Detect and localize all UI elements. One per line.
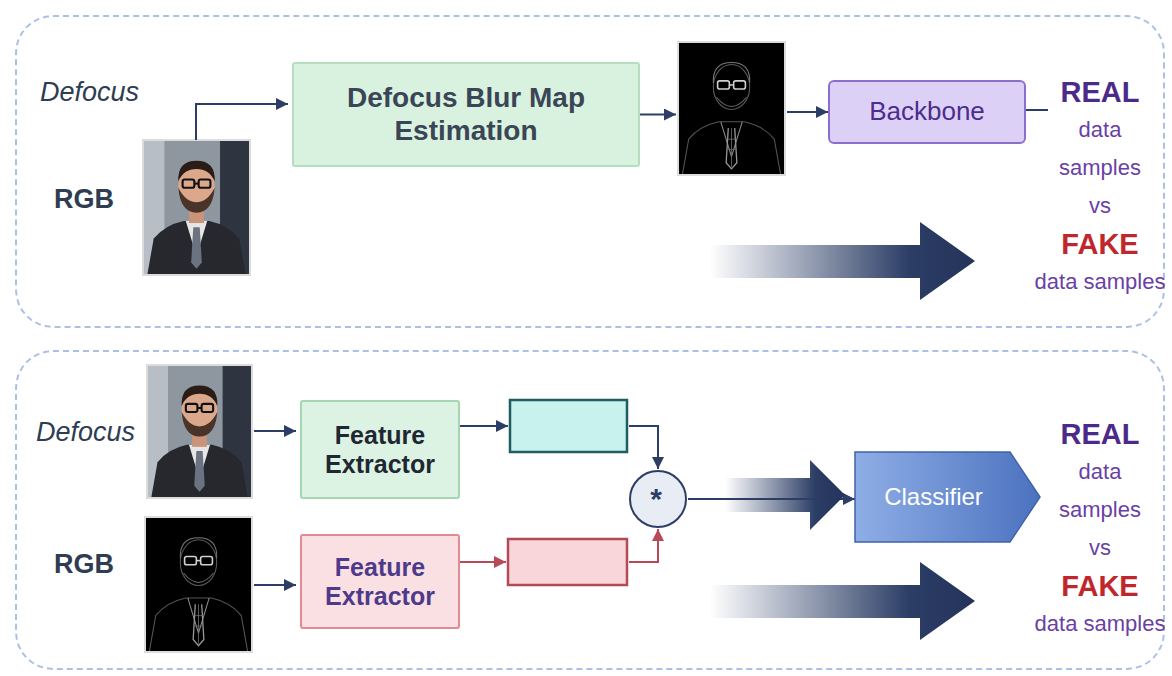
class-label: vs bbox=[1030, 529, 1170, 567]
output-column: REALdata samplesvsFAKEdata samples bbox=[1030, 415, 1170, 643]
class-label: data samples bbox=[1030, 605, 1170, 643]
output-column: REALdata samplesvsFAKEdata samples bbox=[1030, 73, 1170, 301]
input-arrow bbox=[254, 584, 296, 586]
class-label: FAKE bbox=[1030, 225, 1170, 263]
process-box: Feature Extractor bbox=[300, 534, 460, 629]
panel-region: DefocusRGB Defocus Blur Map Estimation Bac… bbox=[15, 15, 1165, 328]
class-label: data samples bbox=[1055, 453, 1145, 529]
box-label: * bbox=[632, 482, 680, 517]
photo-frame bbox=[143, 140, 250, 275]
rgb-photo bbox=[143, 140, 250, 275]
rgb-photo bbox=[147, 365, 252, 498]
feature-vector bbox=[510, 400, 627, 452]
gradient-arrow bbox=[710, 222, 975, 300]
class-label: data samples bbox=[1030, 263, 1170, 301]
operator-circle: * bbox=[628, 469, 688, 529]
gradient-arrow bbox=[725, 460, 845, 530]
box-label: Feature Extractor bbox=[310, 553, 450, 611]
row-label: RGB bbox=[54, 184, 114, 215]
image-frame bbox=[678, 42, 785, 175]
box-label: Backbone bbox=[840, 97, 1014, 127]
classifier-arrow-shape bbox=[855, 452, 1040, 542]
blur-map-image bbox=[145, 517, 252, 652]
connector-line bbox=[629, 426, 658, 469]
image-frame bbox=[145, 517, 252, 652]
process-box: Backbone bbox=[828, 80, 1026, 144]
box-label: Classifier bbox=[867, 483, 1000, 511]
operator-circle-shape bbox=[630, 471, 686, 527]
panel-region: DefocusRGBFeature ExtractorFeature Extra… bbox=[15, 350, 1165, 670]
class-label: vs bbox=[1030, 187, 1170, 225]
connector-line bbox=[640, 114, 676, 116]
class-label: REAL bbox=[1030, 415, 1170, 453]
row-label: Defocus bbox=[36, 417, 135, 448]
row-label: RGB bbox=[54, 549, 114, 580]
process-box: Defocus Blur Map Estimation bbox=[292, 62, 640, 167]
input-arrow bbox=[254, 430, 296, 432]
classifier-arrow: Classifier bbox=[855, 452, 1040, 542]
connector-line bbox=[787, 111, 828, 113]
process-box: Feature Extractor bbox=[300, 400, 460, 499]
row-label: Defocus bbox=[40, 77, 139, 108]
box-label: Feature Extractor bbox=[310, 421, 450, 479]
graphic-part bbox=[147, 365, 252, 498]
class-label: data samples bbox=[1055, 111, 1145, 187]
graphic-part bbox=[145, 517, 252, 652]
class-label: REAL bbox=[1030, 73, 1170, 111]
photo-frame bbox=[147, 365, 252, 498]
class-label: FAKE bbox=[1030, 567, 1170, 605]
connector-line bbox=[629, 529, 658, 562]
connector-line bbox=[460, 561, 506, 563]
feature-vector bbox=[508, 539, 627, 585]
graphic-part bbox=[678, 42, 785, 175]
box-label: Defocus Blur Map Estimation bbox=[308, 82, 624, 146]
blur-map-image bbox=[678, 42, 785, 175]
connector-line bbox=[460, 425, 508, 427]
gradient-arrow bbox=[710, 562, 975, 640]
graphic-part bbox=[143, 140, 250, 275]
output-line bbox=[1024, 109, 1048, 111]
input-arrow bbox=[196, 104, 288, 140]
